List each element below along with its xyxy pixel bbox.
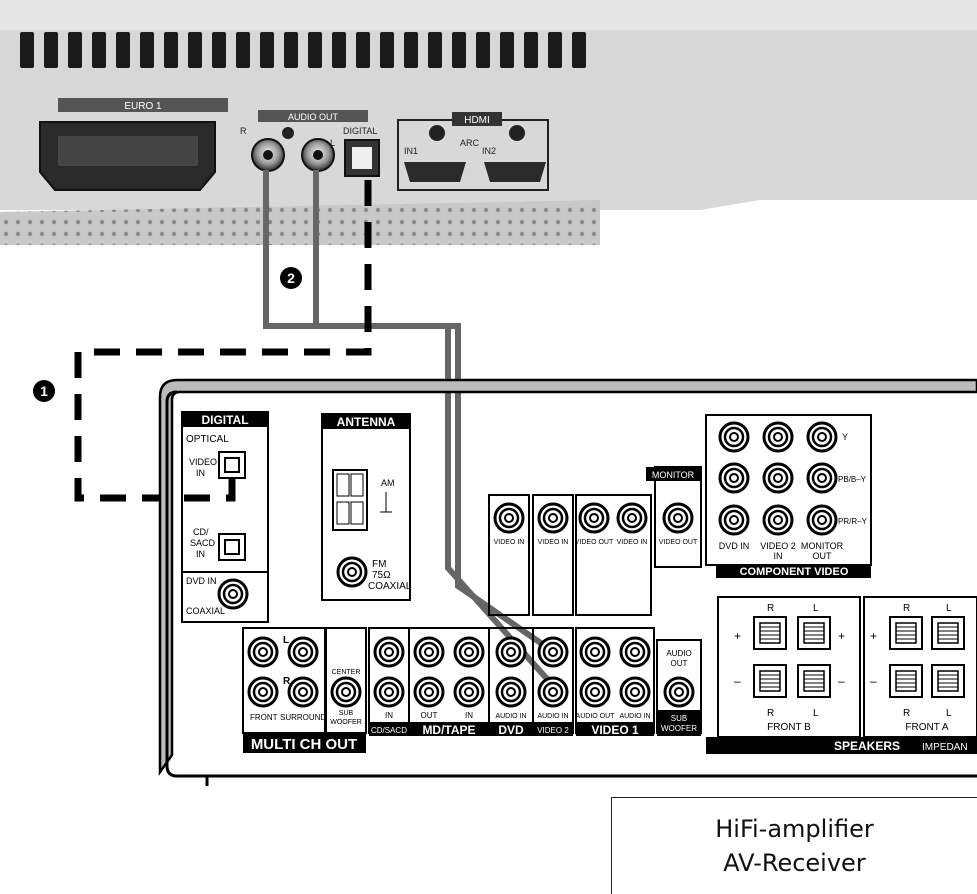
video-out-label: VIDEO OUT xyxy=(575,539,614,546)
receiver-rear-panel: DIGITAL OPTICAL VIDEO 2 IN CD/ SACD IN D… xyxy=(160,380,977,786)
component-video-title: COMPONENT VIDEO xyxy=(740,566,849,578)
audio-out-label: AUDIO OUT xyxy=(288,112,339,122)
video-in-c: VIDEO IN xyxy=(617,539,648,546)
tv-digital-label: DIGITAL xyxy=(343,126,377,136)
svg-text:–: – xyxy=(870,674,877,688)
svg-text:R: R xyxy=(903,708,910,719)
video-in-b: VIDEO IN xyxy=(538,539,569,546)
svg-text:IN: IN xyxy=(196,549,205,559)
svg-text:1: 1 xyxy=(40,383,48,399)
in-label: IN xyxy=(385,711,393,720)
monitor-title: MONITOR xyxy=(652,470,695,480)
marker-2: 2 xyxy=(280,267,302,289)
dvd-in-label: DVD IN xyxy=(186,576,217,586)
in2-label: IN2 xyxy=(482,146,496,156)
pb-label: PB/B–Y xyxy=(838,475,867,484)
svg-text:+: + xyxy=(734,629,741,643)
svg-text:L: L xyxy=(813,708,819,719)
sub-woofer-tag: SUB xyxy=(671,714,687,723)
arc-label: ARC xyxy=(460,138,480,148)
video2-tag: VIDEO 2 xyxy=(537,726,569,735)
hdmi-label: HDMI xyxy=(464,115,490,126)
front-b-label: FRONT B xyxy=(767,722,811,733)
svg-text:R: R xyxy=(903,603,910,614)
svg-text:COAXIAL: COAXIAL xyxy=(368,581,412,592)
center-label: CENTER xyxy=(332,669,361,676)
euro-label: EURO 1 xyxy=(124,101,162,112)
audio-out-sub: AUDIO xyxy=(666,649,691,658)
svg-text:+: + xyxy=(870,629,877,643)
svg-text:OUT: OUT xyxy=(671,659,688,668)
svg-text:L: L xyxy=(283,635,289,646)
impedance-label: IMPEDAN xyxy=(922,742,968,753)
audio-out-video1: AUDIO OUT xyxy=(576,713,616,720)
device-caption-box: HiFi-amplifier AV-Receiver xyxy=(611,797,977,894)
cd-sacd-label: CD/ xyxy=(193,527,209,537)
svg-text:IN: IN xyxy=(465,711,473,720)
md-tape-tag: MD/TAPE xyxy=(422,723,475,737)
front-a-label: FRONT A xyxy=(905,722,948,733)
marker-1: 1 xyxy=(33,380,55,402)
video-in-a: VIDEO IN xyxy=(494,539,525,546)
coaxial-label: COAXIAL xyxy=(186,606,225,616)
svg-text:R: R xyxy=(283,676,291,687)
svg-text:WOOFER: WOOFER xyxy=(330,719,362,726)
out-label: OUT xyxy=(421,711,438,720)
video1-tag: VIDEO 1 xyxy=(591,723,639,737)
tv-rear-panel: EURO 1 AUDIO OUT R L DIGITAL HDMI IN1 AR… xyxy=(0,0,977,245)
svg-text:VIDEO 2: VIDEO 2 xyxy=(760,541,796,551)
caption-line-1: HiFi-amplifier xyxy=(715,812,874,846)
svg-text:75Ω: 75Ω xyxy=(372,570,391,581)
svg-text:IN: IN xyxy=(196,468,205,478)
svg-text:R: R xyxy=(767,603,774,614)
svg-text:L: L xyxy=(946,603,952,614)
multi-ch-out-title: MULTI CH OUT xyxy=(251,736,357,753)
audio-in-video1: AUDIO IN xyxy=(619,713,650,720)
sub-woofer-label: SUB xyxy=(339,710,354,717)
svg-text:R: R xyxy=(767,708,774,719)
fm-label: FM xyxy=(372,559,386,570)
video2-optical-port xyxy=(219,452,245,478)
dvd-in-comp: DVD IN xyxy=(719,541,750,551)
am-label: AM xyxy=(381,478,395,488)
antenna-title: ANTENNA xyxy=(337,415,396,429)
front-label: FRONT xyxy=(250,713,278,722)
in1-label: IN1 xyxy=(404,146,418,156)
audio-in-video2: AUDIO IN xyxy=(537,713,568,720)
svg-text:L: L xyxy=(946,708,952,719)
pr-label: PR/R–Y xyxy=(838,517,868,526)
cd-optical-port xyxy=(219,534,245,560)
svg-text:IN: IN xyxy=(774,551,783,561)
svg-text:SACD: SACD xyxy=(190,538,216,548)
cd-sacd-tag: CD/SACD xyxy=(371,726,407,735)
svg-text:+: + xyxy=(838,629,845,643)
monitor-out-label: MONITOR xyxy=(801,541,844,551)
video-out-monitor: VIDEO OUT xyxy=(659,539,698,546)
svg-text:2: 2 xyxy=(287,270,295,286)
dvd-tag: DVD xyxy=(498,723,524,737)
audio-in-dvd: AUDIO IN xyxy=(495,713,526,720)
caption-line-2: AV-Receiver xyxy=(723,846,865,880)
digital-title: DIGITAL xyxy=(201,413,248,427)
y-label: Y xyxy=(842,432,848,442)
optical-label: OPTICAL xyxy=(186,434,229,445)
svg-text:–: – xyxy=(838,674,845,688)
surround-label: SURROUND xyxy=(280,713,326,722)
tv-r-label: R xyxy=(240,126,247,136)
svg-text:–: – xyxy=(734,674,741,688)
speakers-label: SPEAKERS xyxy=(834,739,900,753)
svg-text:L: L xyxy=(813,603,819,614)
svg-text:WOOFER: WOOFER xyxy=(661,724,697,733)
svg-text:OUT: OUT xyxy=(813,551,833,561)
